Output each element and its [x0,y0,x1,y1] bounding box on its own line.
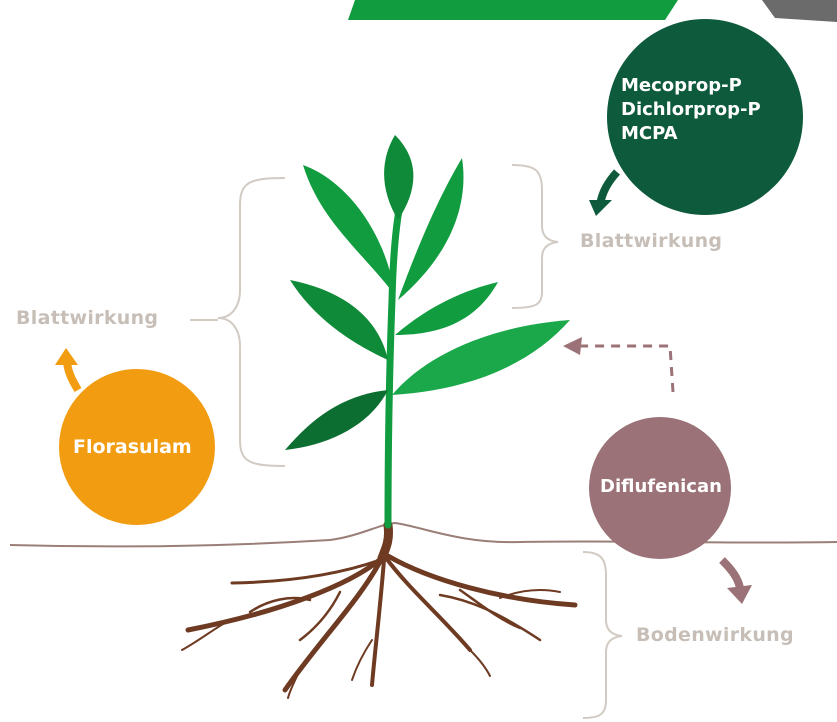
plant-icon [285,135,570,525]
label-blattwirkung-left: Blattwirkung [16,307,158,329]
plant-roots [182,525,575,698]
header-green-band [348,0,678,20]
leaf-mid-left [290,280,388,360]
curved-arrow-diflufenican-icon [727,585,752,604]
dashed-arrow-line [578,346,673,392]
mecoprop-text: Mecoprop-P Dichlorprop-P MCPA [621,74,761,146]
leaf-top-center [384,135,413,220]
leaf-mid-right [395,282,498,335]
substance-mcpa: MCPA [621,122,761,146]
leaf-low-left [285,390,388,450]
header-photo-corner [762,0,837,22]
curved-arrow-diflufenican-line [722,560,740,588]
bracket-left [218,178,285,466]
florasulam-label: Florasulam [73,436,192,458]
leaf-top-left [303,165,395,295]
label-blattwirkung-right: Blattwirkung [580,230,722,252]
curved-arrow-icon [589,200,612,216]
curved-arrow-florasulam-line [67,362,78,390]
bracket-bottom-right [583,552,622,718]
curved-arrow-florasulam-icon [55,348,78,365]
substance-mecoprop-p: Mecoprop-P [621,74,761,98]
dashed-arrow-icon [563,337,582,355]
plant-stem [388,205,400,525]
diflufenican-label: Diflufenican [600,476,722,497]
substance-dichlorprop-p: Dichlorprop-P [621,98,761,122]
label-bodenwirkung: Bodenwirkung [636,624,794,646]
bracket-top-right [512,165,558,308]
